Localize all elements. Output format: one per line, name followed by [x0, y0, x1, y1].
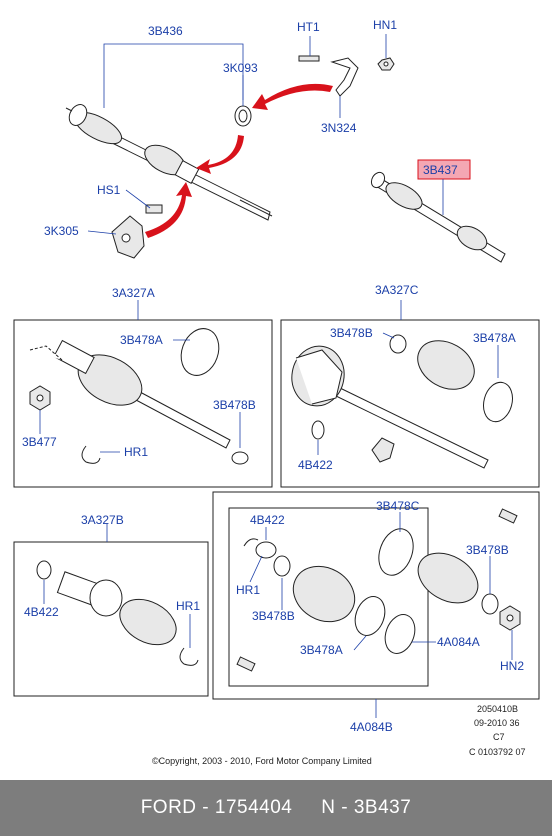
label-hn1: HN1 — [373, 18, 397, 32]
box-3a327b — [13, 541, 209, 697]
clamp-large-4a084a — [384, 614, 416, 654]
label-4b422-2: 4B422 — [24, 605, 59, 619]
label-hr1-2: HR1 — [176, 599, 200, 613]
arrow-bracket-to-shaft — [145, 182, 192, 238]
label-hs1: HS1 — [97, 183, 121, 197]
joint-3a327c — [291, 345, 489, 469]
ref-code-2: 09-2010 36 — [474, 718, 520, 728]
label-3b478b-3: 3B478B — [252, 609, 295, 623]
label-3b478a-3: 3B478A — [300, 643, 343, 657]
label-3b478b-1: 3B478B — [213, 398, 256, 412]
grease-tube-2 — [236, 656, 256, 672]
part-number-footer: FORD - 1754404 N - 3B437 — [0, 780, 552, 836]
clamp-3b478a-2 — [483, 381, 513, 423]
box-3a327c — [280, 319, 540, 488]
parts-diagram: 3B436 HT1 HN1 3K093 3N324 HS1 3K305 3B43… — [13, 18, 540, 766]
label-3a327b: 3A327B — [81, 513, 124, 527]
label-4a084b: 4A084B — [350, 720, 393, 734]
clamp-3b478b-1 — [231, 451, 249, 465]
circlip-hr1-1 — [81, 445, 101, 464]
label-ht1: HT1 — [297, 20, 320, 34]
driveshaft-3b437 — [370, 171, 506, 263]
footer-text: FORD - 1754404 N - 3B437 — [140, 797, 412, 818]
label-hr1-1: HR1 — [124, 445, 148, 459]
label-3b478a-2: 3B478A — [473, 331, 516, 345]
ring-4b422-2 — [36, 560, 52, 580]
tripod-spider — [371, 437, 395, 463]
copyright: ©Copyright, 2003 - 2010, Ford Motor Comp… — [152, 756, 372, 766]
ref-code-4: C 0103792 07 — [469, 747, 526, 757]
label-3k305: 3K305 — [44, 224, 79, 238]
label-hr1-3: HR1 — [236, 583, 260, 597]
label-3a327c: 3A327C — [375, 283, 419, 297]
circlip-hr1-2 — [179, 647, 199, 666]
clamp-3b478c — [378, 528, 414, 576]
label-3b437-highlight — [417, 159, 471, 180]
ref-code-1: 2050410B — [477, 704, 518, 714]
label-3a327a: 3A327A — [112, 286, 155, 300]
circlip-hr1-3 — [243, 538, 259, 547]
arrow-seal — [252, 83, 333, 110]
box-3a327a — [13, 319, 273, 488]
bracket-3n324 — [330, 57, 359, 97]
label-3b477: 3B477 — [22, 435, 57, 449]
label-4b422-3: 4B422 — [250, 513, 285, 527]
label-3b478a-1: 3B478A — [120, 333, 163, 347]
clamp-3b478b-2 — [389, 334, 407, 354]
label-3k093: 3K093 — [223, 61, 258, 75]
label-3n324: 3N324 — [321, 121, 357, 135]
main-driveshaft — [65, 104, 273, 221]
clamp-3b478a-1 — [180, 328, 220, 376]
clamp-3b478b-3 — [273, 555, 291, 577]
label-3b478c: 3B478C — [376, 499, 420, 513]
clamp-3b478a-3 — [354, 596, 386, 636]
arrow-bearing-to-shaft — [196, 135, 244, 174]
label-4b422-1: 4B422 — [298, 458, 333, 472]
joint-3a327b — [56, 571, 177, 646]
bolt-ht1 — [298, 55, 320, 62]
label-hn2: HN2 — [500, 659, 524, 673]
boot-3a327c — [417, 340, 475, 390]
clamp-3b478b-4 — [481, 593, 499, 615]
label-3b436: 3B436 — [148, 24, 183, 38]
ref-code-3: C7 — [493, 732, 505, 742]
grease-tube-1 — [498, 508, 518, 524]
label-3b437: 3B437 — [423, 163, 458, 177]
label-3b478b-2: 3B478B — [330, 326, 373, 340]
clamp-4b422-3 — [255, 541, 277, 559]
label-4a084a: 4A084A — [437, 635, 480, 649]
ring-4b422-1 — [311, 420, 325, 440]
boot-outer-4a084b — [417, 552, 479, 604]
bolt-hs1 — [145, 204, 163, 214]
joint-3a327a — [29, 339, 231, 449]
box-4a084a — [228, 507, 429, 687]
label-3b478b-4: 3B478B — [466, 543, 509, 557]
boot-inner-4a084a — [292, 565, 356, 623]
